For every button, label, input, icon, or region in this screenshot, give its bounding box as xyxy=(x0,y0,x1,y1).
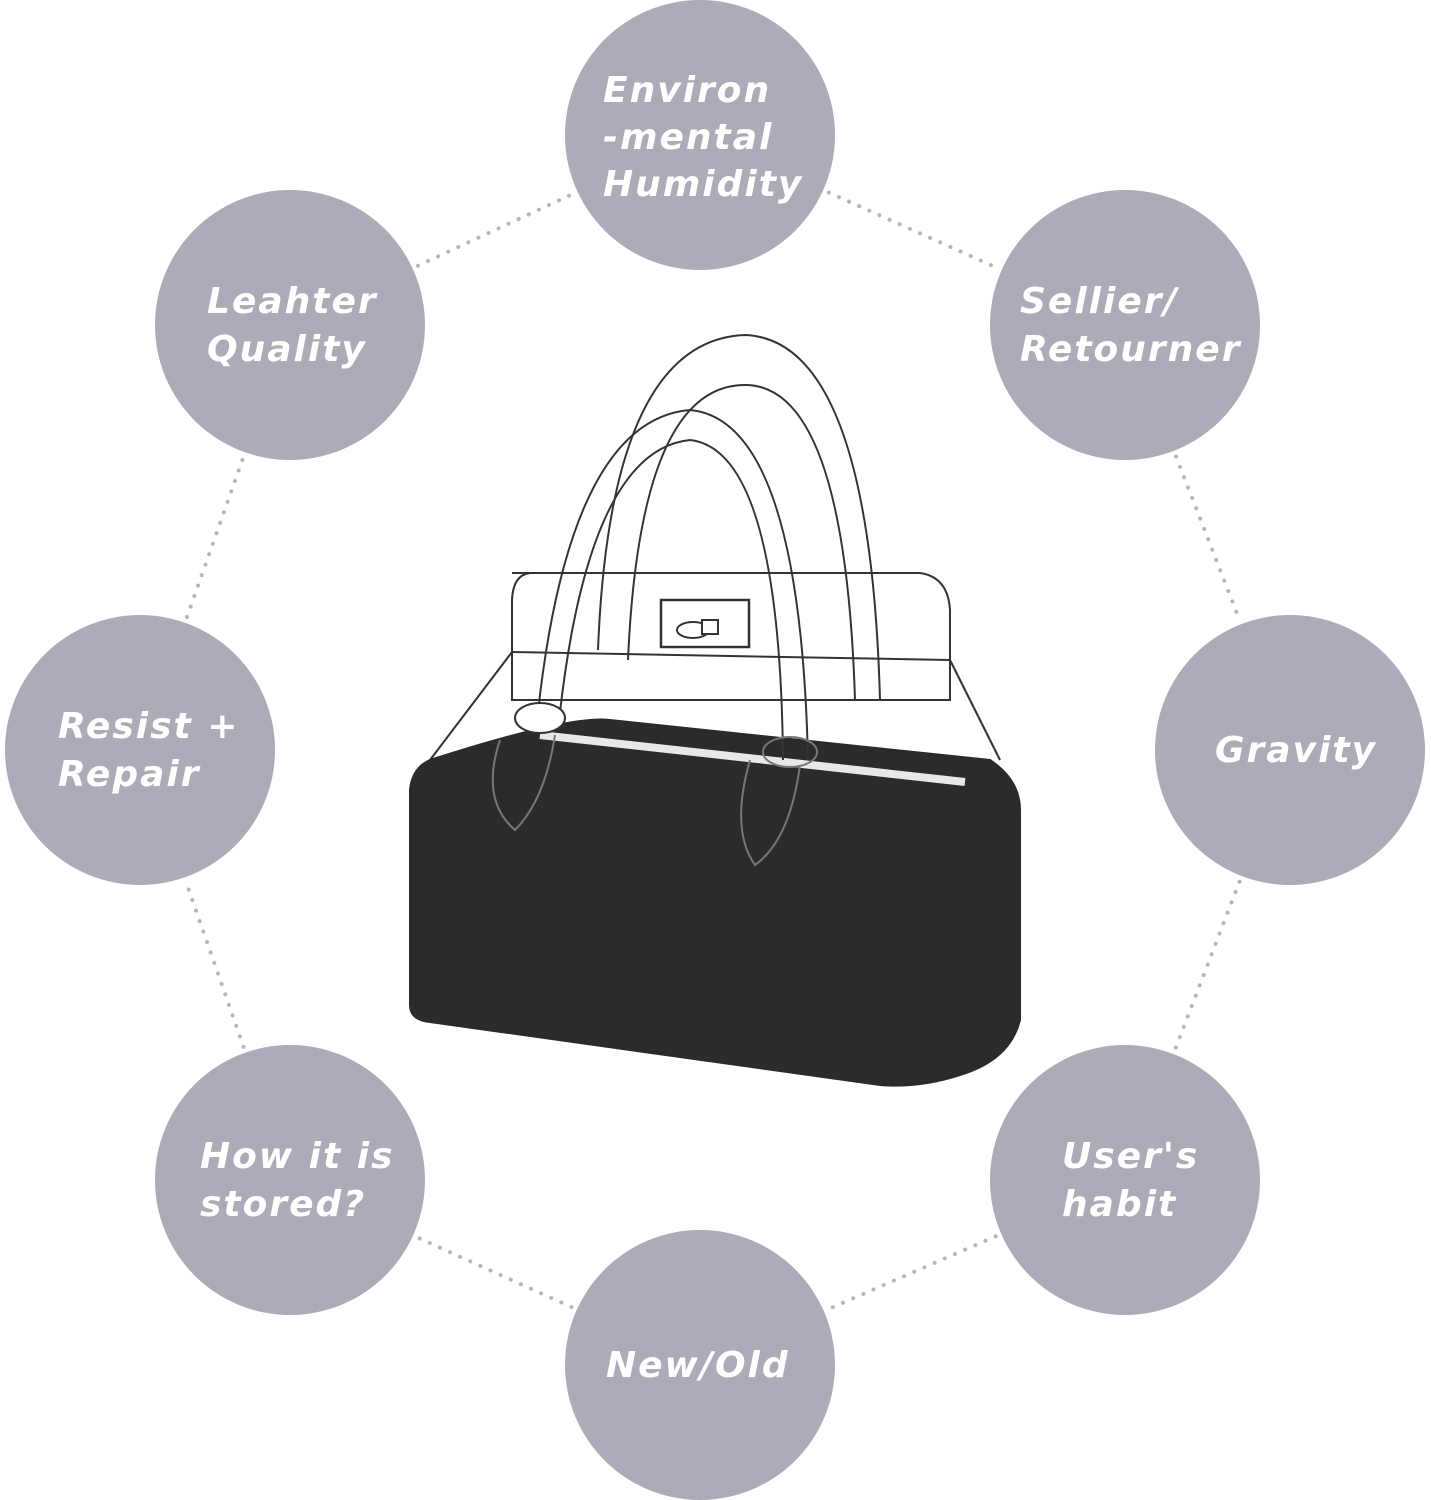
connector-dots xyxy=(1174,454,1241,621)
factor-circle xyxy=(990,190,1260,460)
bag-handle-front-inner xyxy=(559,438,784,761)
bag-insert-body xyxy=(409,718,1021,1087)
factor-users-habit: User's habit xyxy=(990,1045,1260,1315)
bag-side-ring xyxy=(934,797,976,859)
connector-ring xyxy=(184,190,1242,1311)
factor-label-line: Retourner xyxy=(1020,329,1242,370)
connector-dots xyxy=(827,1234,998,1311)
factor-circle xyxy=(1155,615,1425,885)
factor-circle xyxy=(5,615,275,885)
bag-handle-back-inner xyxy=(627,383,856,701)
factor-circle xyxy=(990,1045,1260,1315)
bag-handle-front xyxy=(537,408,809,761)
factor-label-line: Humidity xyxy=(603,164,803,205)
connector-dots xyxy=(416,1235,574,1310)
connector-dots xyxy=(826,190,999,270)
factor-label-line: Gravity xyxy=(1215,730,1377,771)
bag-handle-tab-right xyxy=(762,736,818,768)
connector-dots xyxy=(1173,879,1242,1051)
factor-label-line: New/Old xyxy=(606,1345,790,1386)
bag-handle-back xyxy=(597,333,881,701)
factor-resist-repair: Resist + Repair xyxy=(5,615,275,885)
lock-bar xyxy=(701,619,719,635)
bag-right-side-outline xyxy=(949,659,1001,761)
factor-gravity: Gravity xyxy=(1155,615,1425,885)
handbag-illustration xyxy=(409,333,1021,1087)
factor-label-line: -mental xyxy=(603,117,773,158)
factor-label-line: habit xyxy=(1062,1184,1177,1225)
factor-new-old: New/Old xyxy=(565,1230,835,1500)
factor-circle xyxy=(155,1045,425,1315)
factor-label-line: stored? xyxy=(200,1184,366,1225)
factor-label-line: Leahter xyxy=(207,281,378,322)
factor-circle xyxy=(155,190,425,460)
bag-flap-line xyxy=(511,651,951,661)
factor-label-line: User's xyxy=(1062,1136,1199,1177)
factor-label-line: Quality xyxy=(207,329,367,370)
factor-label-line: Environ xyxy=(603,70,771,111)
bag-handle-tab-left xyxy=(514,702,566,734)
factor-label-line: How it is xyxy=(200,1136,395,1177)
bag-handle-strap-right xyxy=(740,759,801,867)
factor-circle xyxy=(565,0,835,270)
factor-circle xyxy=(565,1230,835,1500)
bag-handle-strap-left xyxy=(491,734,556,832)
factor-circles: Environ -mentalHumiditySellier/RetournerG… xyxy=(5,0,1425,1500)
bag-left-side-outline xyxy=(429,651,513,761)
factor-sellier-retourner: Sellier/Retourner xyxy=(990,190,1260,460)
factor-label-line: Resist + xyxy=(58,706,239,747)
bag-zipper xyxy=(539,731,966,786)
factor-how-it-is-stored: How it is stored? xyxy=(155,1045,425,1315)
factor-label-line: Repair xyxy=(58,754,201,795)
factor-label-line: Sellier/ xyxy=(1020,281,1180,322)
connector-dots xyxy=(415,192,575,268)
connector-dots xyxy=(184,455,246,620)
connector-dots xyxy=(184,881,246,1049)
